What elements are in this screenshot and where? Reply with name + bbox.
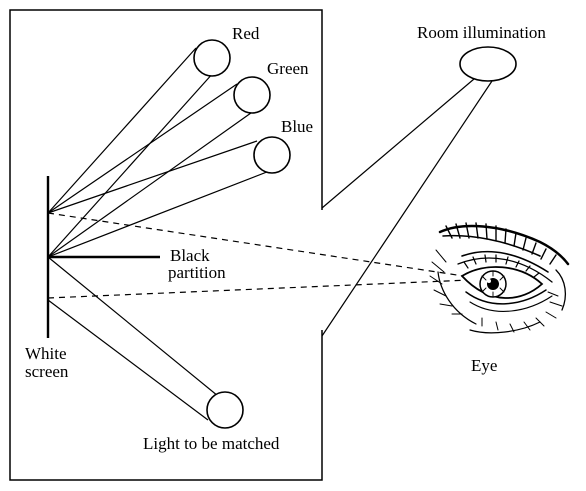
green-label: Green (267, 59, 309, 78)
test-light-lamp (206, 391, 244, 429)
room-illumination-ray-upper (321, 78, 475, 209)
room-illumination-label: Room illumination (417, 23, 546, 42)
white-screen-label-line2: screen (25, 362, 69, 381)
eye-icon (429, 222, 570, 334)
sight-line-lower (47, 279, 471, 299)
blue-lamp (253, 136, 291, 174)
room-illumination-lamp (459, 46, 517, 82)
green-lamp (233, 76, 271, 114)
eye-label: Eye (471, 356, 497, 375)
black-partition-label-line2: partition (168, 263, 226, 282)
white-screen-label-line1: White (25, 344, 67, 363)
enclosure-box (9, 9, 323, 481)
red-lamp (193, 39, 231, 77)
light-to-be-matched-label: Light to be matched (143, 434, 280, 453)
test-light-beam (47, 256, 219, 421)
green-beam (47, 83, 259, 258)
red-beam (47, 47, 215, 258)
blue-beam (47, 140, 273, 258)
room-illumination-ray-lower (321, 80, 493, 337)
blue-label: Blue (281, 117, 313, 136)
sight-line-upper (47, 212, 471, 278)
red-label: Red (232, 24, 260, 43)
black-partition-label-line1: Black (170, 246, 210, 265)
